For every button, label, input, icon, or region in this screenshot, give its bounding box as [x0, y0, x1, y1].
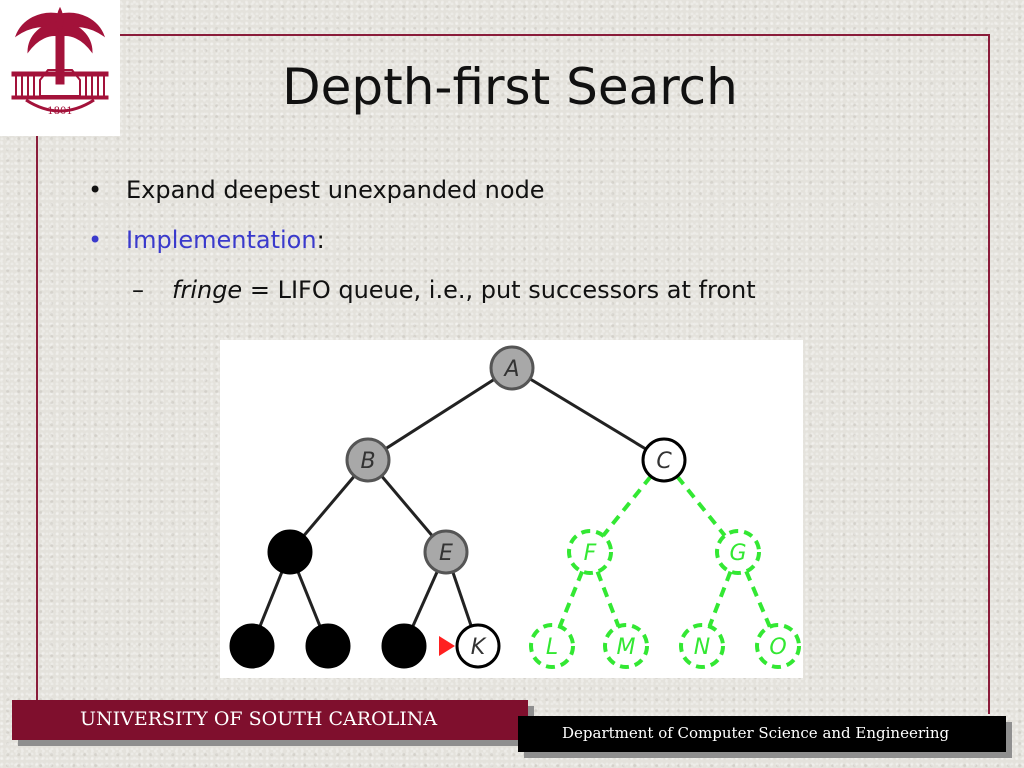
- tree-node-label-l: L: [546, 635, 558, 660]
- university-logo: 1801: [0, 0, 120, 136]
- tree-node-m: [603, 623, 649, 669]
- search-tree-diagram: A B C E F G K L M N O: [220, 340, 803, 678]
- tree-node-a: [489, 345, 535, 391]
- tree-edge-f-l: [558, 570, 584, 628]
- sub-bullet-text: = LIFO queue, i.e., put successors at fr…: [242, 276, 756, 304]
- bullet-text: Implementation: [126, 226, 317, 254]
- bullet-dot: •: [88, 176, 103, 204]
- sub-bullet-dash: –: [132, 276, 144, 304]
- tree-node-label-a: A: [502, 357, 519, 382]
- bullet-dot: •: [88, 226, 103, 254]
- bullet-item: • Implementation:: [88, 220, 938, 270]
- tree-node-label-e: E: [439, 541, 453, 566]
- tree-edge-c-g: [675, 475, 727, 537]
- department-name: Department of Computer Science and Engin…: [562, 724, 950, 742]
- tree-node-label-f: F: [584, 541, 597, 566]
- palmetto-seal-icon: 1801: [11, 6, 109, 117]
- tree-node-k: [455, 623, 501, 669]
- slide-frame: [36, 34, 990, 714]
- tree-node-l: [529, 623, 575, 669]
- tree-node-label-o: O: [769, 635, 786, 660]
- tree-node-f: [567, 529, 613, 575]
- tree-edge-e-k: [451, 571, 473, 627]
- tree-edge-f-m: [595, 570, 621, 628]
- tree-node-d: [267, 529, 313, 575]
- tree-edge-g-o: [744, 570, 772, 628]
- tree-node-e: [423, 529, 469, 575]
- tree-node-label-k: K: [471, 635, 487, 660]
- tree-edge-b-d: [302, 475, 356, 537]
- tree-node-c: [641, 437, 687, 483]
- tree-node-label-b: B: [360, 449, 375, 474]
- tree-edge-e-j: [411, 570, 439, 628]
- university-name: UNIVERSITY OF SOUTH CAROLINA: [80, 708, 438, 730]
- tree-node-label-c: C: [656, 449, 672, 474]
- tree-node-g: [715, 529, 761, 575]
- tree-node-o: [755, 623, 801, 669]
- bullet-item: • Expand deepest unexpanded node: [88, 170, 938, 220]
- tree-edge-d-h: [258, 570, 284, 628]
- tree-node-j: [381, 623, 427, 669]
- tree-node-label-g: G: [729, 541, 746, 566]
- tree-edge-g-n: [707, 570, 733, 628]
- search-tree-svg: A B C E F G K L M N O: [229, 345, 801, 669]
- bullet-suffix: :: [316, 226, 325, 254]
- tree-edge-a-c: [529, 377, 647, 451]
- tree-edge-a-b: [384, 378, 496, 450]
- tree-node-label-n: N: [694, 635, 710, 660]
- sub-bullet-item: – fringe = LIFO queue, i.e., put success…: [88, 270, 938, 310]
- tree-node-label-m: M: [617, 635, 636, 660]
- tree-edge-d-i: [296, 570, 322, 628]
- tree-node-h: [229, 623, 275, 669]
- bullet-text: Expand deepest unexpanded node: [126, 176, 545, 204]
- footer-university: UNIVERSITY OF SOUTH CAROLINA: [12, 700, 528, 740]
- bullet-list: • Expand deepest unexpanded node • Imple…: [88, 170, 938, 310]
- footer-department: Department of Computer Science and Engin…: [518, 716, 1006, 752]
- current-node-pointer-icon: [439, 636, 455, 656]
- logo-year: 1801: [47, 106, 72, 117]
- slide-title: Depth-first Search: [282, 58, 738, 116]
- tree-node-i: [305, 623, 351, 669]
- sub-bullet-term: fringe: [172, 276, 243, 304]
- tree-edge-b-e: [380, 475, 434, 537]
- tree-edge-c-f: [601, 475, 653, 537]
- tree-node-n: [679, 623, 725, 669]
- tree-node-b: [345, 437, 391, 483]
